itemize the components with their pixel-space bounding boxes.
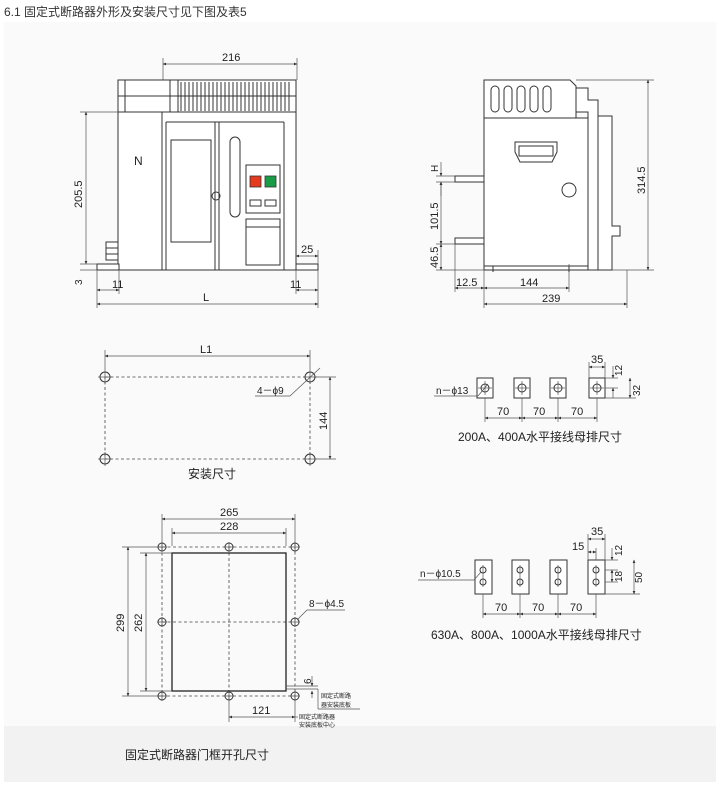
door-note-1b: 器安装底板 bbox=[321, 701, 351, 709]
page-heading: 6.1 固定式断路器外形及安装尺寸见下图及表5 bbox=[4, 5, 247, 19]
dim-3: 3 bbox=[74, 279, 85, 285]
on-button bbox=[264, 175, 277, 188]
door-note-2a: 固定式断路器 bbox=[299, 713, 335, 721]
side-view: H 101.5 46.5 314.5 12.5 144 239 bbox=[429, 79, 654, 308]
dim-314-5: 314.5 bbox=[636, 166, 648, 194]
busbar-200-400: n－ϕ13 35 12 32 70 70 7 bbox=[434, 354, 643, 444]
dim-121: 121 bbox=[252, 705, 270, 717]
mount-hole-spec: 4－ϕ9 bbox=[257, 386, 284, 397]
door-cutout-diagram: 265 228 bbox=[115, 507, 360, 729]
dim-101-5: 101.5 bbox=[429, 202, 441, 230]
dim-144-mount: 144 bbox=[318, 412, 330, 430]
dim-205-5: 205.5 bbox=[73, 180, 85, 208]
dim-265: 265 bbox=[220, 507, 238, 519]
handle-knob bbox=[211, 191, 221, 201]
busbar-630-1000: n－ϕ10.5 35 15 12 18 50 bbox=[418, 526, 645, 642]
operating-handle-window bbox=[170, 139, 212, 243]
busbar-large-12: 12 bbox=[614, 544, 625, 556]
busbar-large-pitch-2: 70 bbox=[532, 602, 544, 614]
dim-239: 239 bbox=[542, 293, 560, 305]
busbar-large-15: 15 bbox=[572, 541, 584, 553]
busbar-large-caption: 630A、800A、1000A水平接线母排尺寸 bbox=[431, 627, 642, 642]
pole-letter: N bbox=[134, 154, 143, 168]
busbar-small-pitch-1: 70 bbox=[497, 406, 509, 418]
busbar-large-18: 18 bbox=[614, 570, 625, 582]
busbar-large-pitch-1: 70 bbox=[495, 602, 507, 614]
dim-L: L bbox=[203, 292, 209, 304]
busbar-large-50: 50 bbox=[634, 571, 645, 583]
door-note-2b: 安装底板中心 bbox=[299, 721, 335, 729]
dim-12-5: 12.5 bbox=[456, 277, 477, 289]
busbar-small-hole: n－ϕ13 bbox=[436, 386, 469, 397]
busbar-large-hole: n－ϕ10.5 bbox=[420, 569, 461, 580]
dim-216: 216 bbox=[222, 52, 240, 64]
dim-11-left: 11 bbox=[112, 279, 123, 291]
door-hole-spec: 8－ϕ4.5 bbox=[309, 599, 345, 610]
dim-6: 6 bbox=[303, 678, 314, 684]
dim-L1: L1 bbox=[200, 344, 212, 356]
busbar-small-35: 35 bbox=[591, 354, 603, 366]
busbar-large-pitch-3: 70 bbox=[570, 602, 582, 614]
mount-holes bbox=[157, 542, 300, 701]
busbar-small-caption: 200A、400A水平接线母排尺寸 bbox=[458, 429, 622, 444]
side-vents bbox=[490, 85, 552, 113]
busbar-large-35: 35 bbox=[591, 526, 603, 538]
door-note-1a: 固定式断路 bbox=[321, 692, 351, 700]
door-cutout-caption: 固定式断路器门框开孔尺寸 bbox=[125, 748, 270, 762]
dim-144-side: 144 bbox=[520, 277, 538, 289]
busbar-small-12: 12 bbox=[614, 364, 625, 376]
front-view: 216 bbox=[73, 52, 319, 308]
off-button bbox=[249, 175, 262, 188]
dim-11-right: 11 bbox=[290, 279, 301, 291]
footer-band bbox=[4, 726, 716, 782]
dim-46-5: 46.5 bbox=[429, 247, 441, 268]
dim-H: H bbox=[430, 165, 441, 172]
busbar-small-32: 32 bbox=[632, 384, 643, 396]
dim-25: 25 bbox=[301, 244, 313, 256]
busbar-small-pitch-3: 70 bbox=[571, 406, 583, 418]
mounting-caption: 安装尺寸 bbox=[188, 466, 236, 481]
busbar-small-pitch-2: 70 bbox=[533, 406, 545, 418]
mounting-diagram: L1 4－ϕ9 144 安装尺寸 bbox=[98, 344, 336, 481]
dim-228: 228 bbox=[220, 521, 238, 533]
dim-262: 262 bbox=[133, 614, 145, 632]
dim-299: 299 bbox=[115, 614, 127, 632]
